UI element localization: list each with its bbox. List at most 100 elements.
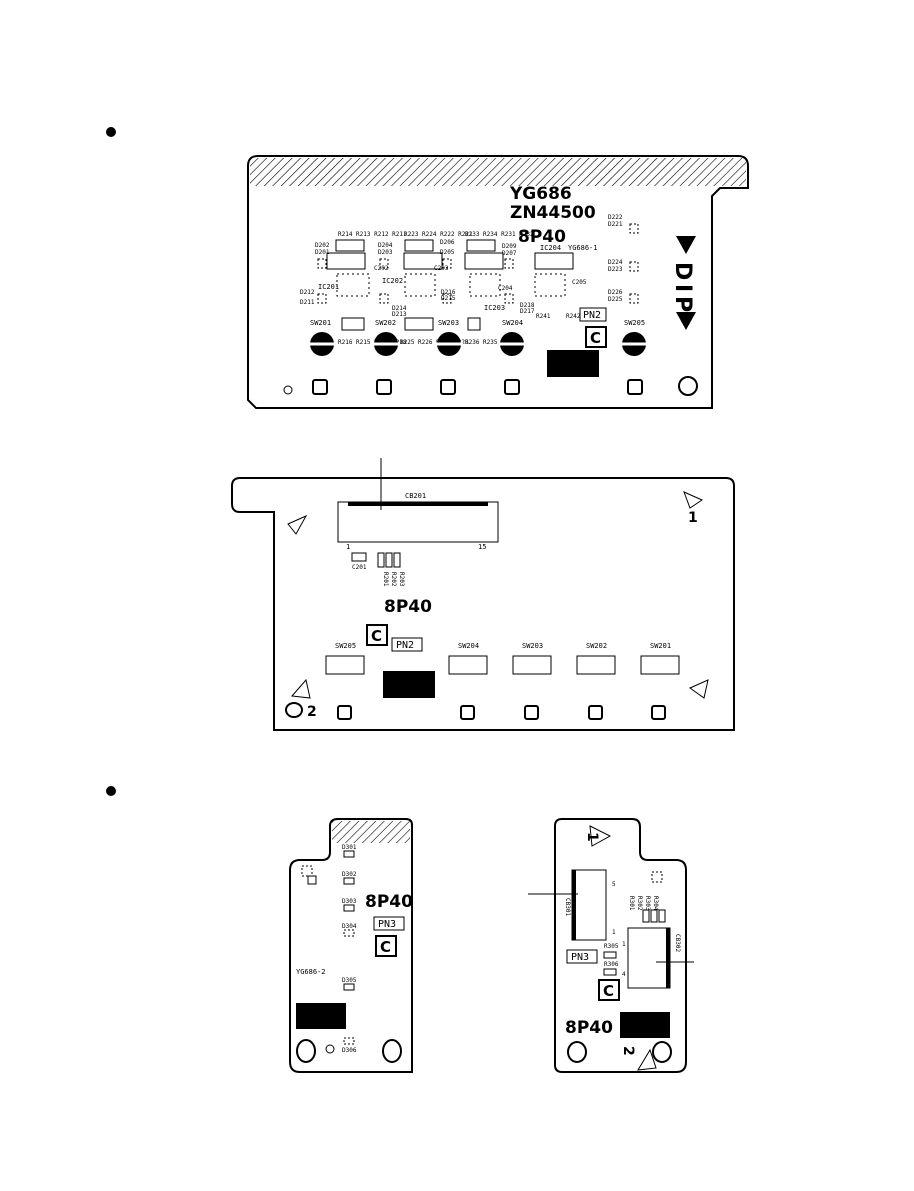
switch-sw204 [448, 655, 488, 675]
board-1-c-box [585, 326, 607, 348]
resistor-block [341, 317, 365, 331]
dip-arrow-top [676, 236, 696, 254]
ic-ic203-body [464, 252, 504, 270]
resistor-pad [650, 909, 658, 923]
resistor-group-label: R223 R224 R222 R221 [404, 231, 473, 238]
board-2-outline [231, 477, 735, 731]
diode-label: D205 [440, 249, 455, 256]
resistor-group-label: R233 R234 R231 R232 [465, 231, 534, 238]
diode-pad [379, 293, 389, 304]
dip-arrow-bottom [676, 312, 696, 330]
resistor-r202 [385, 552, 393, 568]
board-4-triangle-bottom [637, 1048, 657, 1071]
switch-sw205 [325, 655, 365, 675]
switch-label: SW205 [335, 642, 356, 650]
diode-label: D305 [342, 977, 357, 984]
connector-pin: 4 [622, 971, 626, 978]
dip-letter: P [670, 296, 695, 312]
board-1-black-pad [547, 350, 599, 377]
diode-label: D304 [342, 923, 357, 930]
board-3-pn3: PN3 [378, 919, 396, 930]
board-2-pad [337, 705, 352, 720]
connector-pin: 1 [612, 929, 616, 936]
ic-ic202-outline [404, 273, 436, 297]
board-4-pn3-box [566, 949, 598, 964]
board-1-pn2-box [579, 307, 607, 322]
connector-pin: 1 [622, 941, 626, 948]
board-1-pad [504, 379, 520, 395]
board-3-small-mark [325, 1044, 335, 1054]
diode-pad [343, 850, 355, 858]
board-3-pn3-box [373, 916, 405, 931]
board-3-hole-right [382, 1039, 402, 1063]
diode-label: D225 [608, 296, 623, 303]
diode-label: D209 [502, 243, 517, 250]
connector-pin-end: 15 [478, 543, 486, 551]
board-3-black-pad [296, 1003, 346, 1029]
board-2-pad [651, 705, 666, 720]
resistor-group-label: R236 R235 [465, 339, 498, 346]
board-2: CB201 1 15 C201 R201 R202 R203 8P40 C PN… [231, 477, 735, 731]
switch-label: SW201 [650, 642, 671, 650]
switch-label: SW203 [522, 642, 543, 650]
ic-label: IC203 [484, 304, 505, 312]
connector-cb302 [627, 927, 671, 989]
resistor-pad [603, 968, 617, 976]
connector-pin-start: 1 [346, 543, 350, 551]
board-1-ic-row: IC201 IC202 IC203 IC204 YG686-1 [318, 244, 598, 312]
connector-cb201-rail [348, 502, 488, 506]
board-1-pad [312, 379, 328, 395]
board-1-pn2: PN2 [583, 310, 601, 321]
ic-label-right: YG686-1 [568, 244, 598, 252]
board-4-hole-right [652, 1041, 672, 1063]
resistor-block [404, 317, 434, 331]
board-1-outline [247, 155, 749, 409]
board-3: D301 D302 D303 D304 D305 D306 8P40 PN3 C… [289, 818, 413, 1073]
board-2-marking: 8P40 [384, 597, 432, 617]
resistor-label: R302 [636, 896, 643, 911]
switch-label: SW204 [458, 642, 479, 650]
board-2-pn2-box [391, 637, 423, 652]
board-4-triangle-top [589, 825, 612, 847]
connector-label: CB301 [564, 898, 571, 916]
resistor-group-label: R225 R226 R227 R228 [400, 339, 469, 346]
cap-label: C204 [498, 285, 513, 292]
diode-label: D303 [342, 898, 357, 905]
diode-label: D203 [378, 249, 393, 256]
board-3-hole-left [296, 1039, 316, 1063]
diode-pad [343, 929, 355, 937]
diode-pad [343, 877, 355, 885]
diode-pad [442, 293, 452, 304]
diode-pad [343, 904, 355, 912]
connector-cb301 [571, 869, 607, 941]
board-1-diodes: D202 D201 D204 D203 D206 D205 D209 D207 … [300, 214, 639, 318]
resistor-block [466, 239, 496, 252]
ic-ic203-outline [469, 273, 501, 297]
board-1-marking: 8P40 [518, 227, 566, 247]
ic-ic204-body [534, 252, 574, 270]
switch-sw202 [576, 655, 616, 675]
connector-cb201-label: CB201 [405, 492, 426, 500]
board-3-c-box [375, 935, 397, 957]
board-2-triangle-top [683, 491, 704, 509]
board-4-hole-left [567, 1041, 587, 1063]
misc-label: R241 [536, 313, 551, 320]
diode-pad [504, 293, 514, 304]
resistor-label: R303 [644, 896, 651, 911]
cap-label: C202 [374, 265, 389, 272]
board-1-pad [440, 379, 456, 395]
ic-ic202-body [403, 252, 443, 270]
resistor-label: R305 [604, 943, 619, 950]
resistor-pad [603, 951, 617, 959]
diode-label: D222 [608, 214, 623, 221]
switch-label: SW201 [310, 319, 331, 327]
diode-pad [629, 261, 639, 272]
board-2-pn2: PN2 [396, 640, 414, 651]
ic-label: IC201 [318, 283, 339, 291]
board-2-triangle-right [688, 679, 709, 699]
cap-c201 [351, 552, 367, 562]
board-2-corner-1: 1 [688, 510, 698, 526]
board-1-pad [627, 379, 643, 395]
switch-label: SW204 [502, 319, 523, 327]
misc-label: R242 [566, 313, 581, 320]
